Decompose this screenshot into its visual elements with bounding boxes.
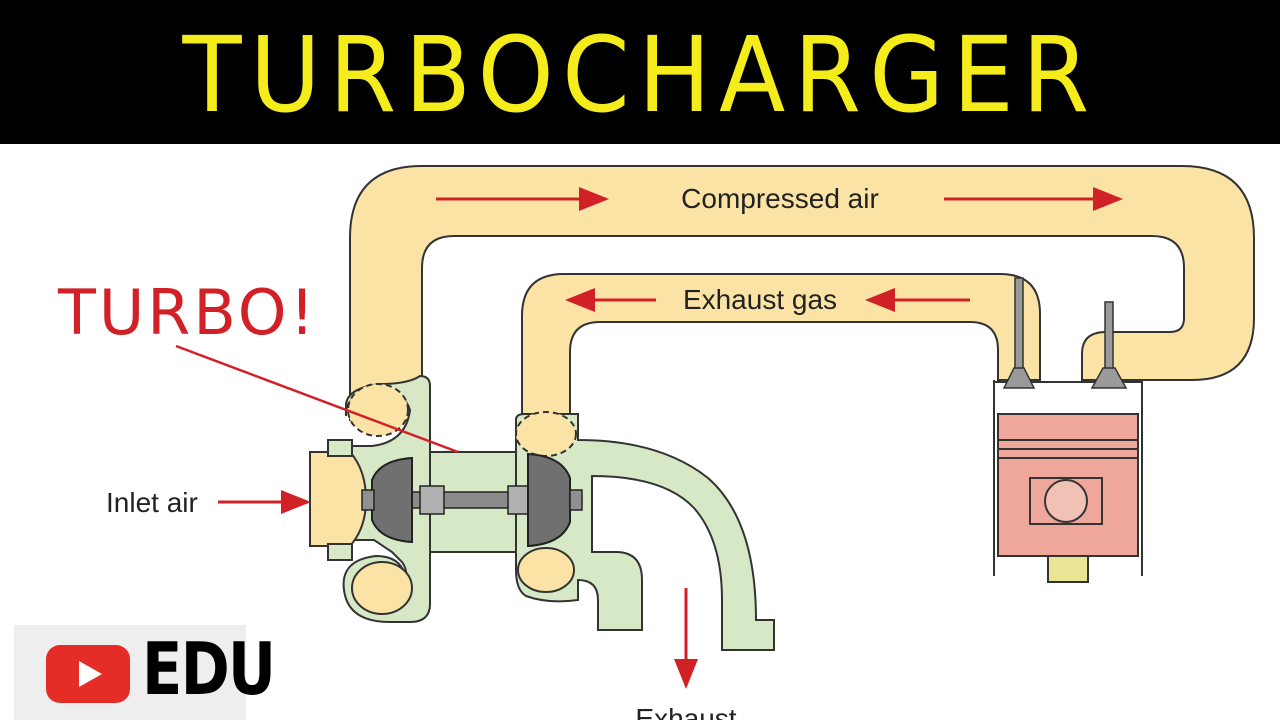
compressed-air-duct: [349, 165, 1255, 421]
turbine-nut: [569, 489, 583, 511]
connecting-rod: [1047, 555, 1089, 583]
turbine-housing: [515, 413, 775, 651]
compressor-volute-top: [347, 383, 409, 437]
turbine-volute-top: [515, 411, 577, 457]
turbo-callout-line: [175, 344, 459, 454]
turbine-wheel: [527, 452, 571, 548]
compressor-inlet-air: [309, 451, 368, 547]
page-title: TURBOCHARGER: [182, 14, 1098, 136]
exhaust-valve: [1002, 277, 1036, 389]
label-exhaust-gas: Exhaust gas: [683, 284, 837, 315]
exhaust-gas-duct: [521, 273, 1041, 431]
inlet-flange-bottom: [327, 543, 353, 561]
intake-valve: [1090, 301, 1128, 389]
compressor-volute-bottom: [351, 561, 413, 615]
edu-label: EDU: [142, 627, 276, 711]
inlet-flange-top: [327, 439, 353, 457]
label-inlet-air: Inlet air: [106, 487, 198, 518]
compressor-wheel: [371, 456, 413, 544]
label-turbo-callout: TURBO!: [57, 276, 317, 349]
turbocharger-diagram: Compressed air Exhaust gas Inlet air Exh…: [57, 165, 1255, 720]
edu-badge: EDU: [14, 625, 276, 720]
label-compressed-air: Compressed air: [681, 183, 879, 214]
piston: [997, 413, 1139, 557]
turbine-volute-bottom: [517, 547, 575, 593]
play-icon: [46, 645, 130, 703]
label-exhaust: Exhaust: [635, 703, 736, 720]
title-bar: TURBOCHARGER: [0, 0, 1280, 144]
compressor-nut: [361, 489, 375, 511]
